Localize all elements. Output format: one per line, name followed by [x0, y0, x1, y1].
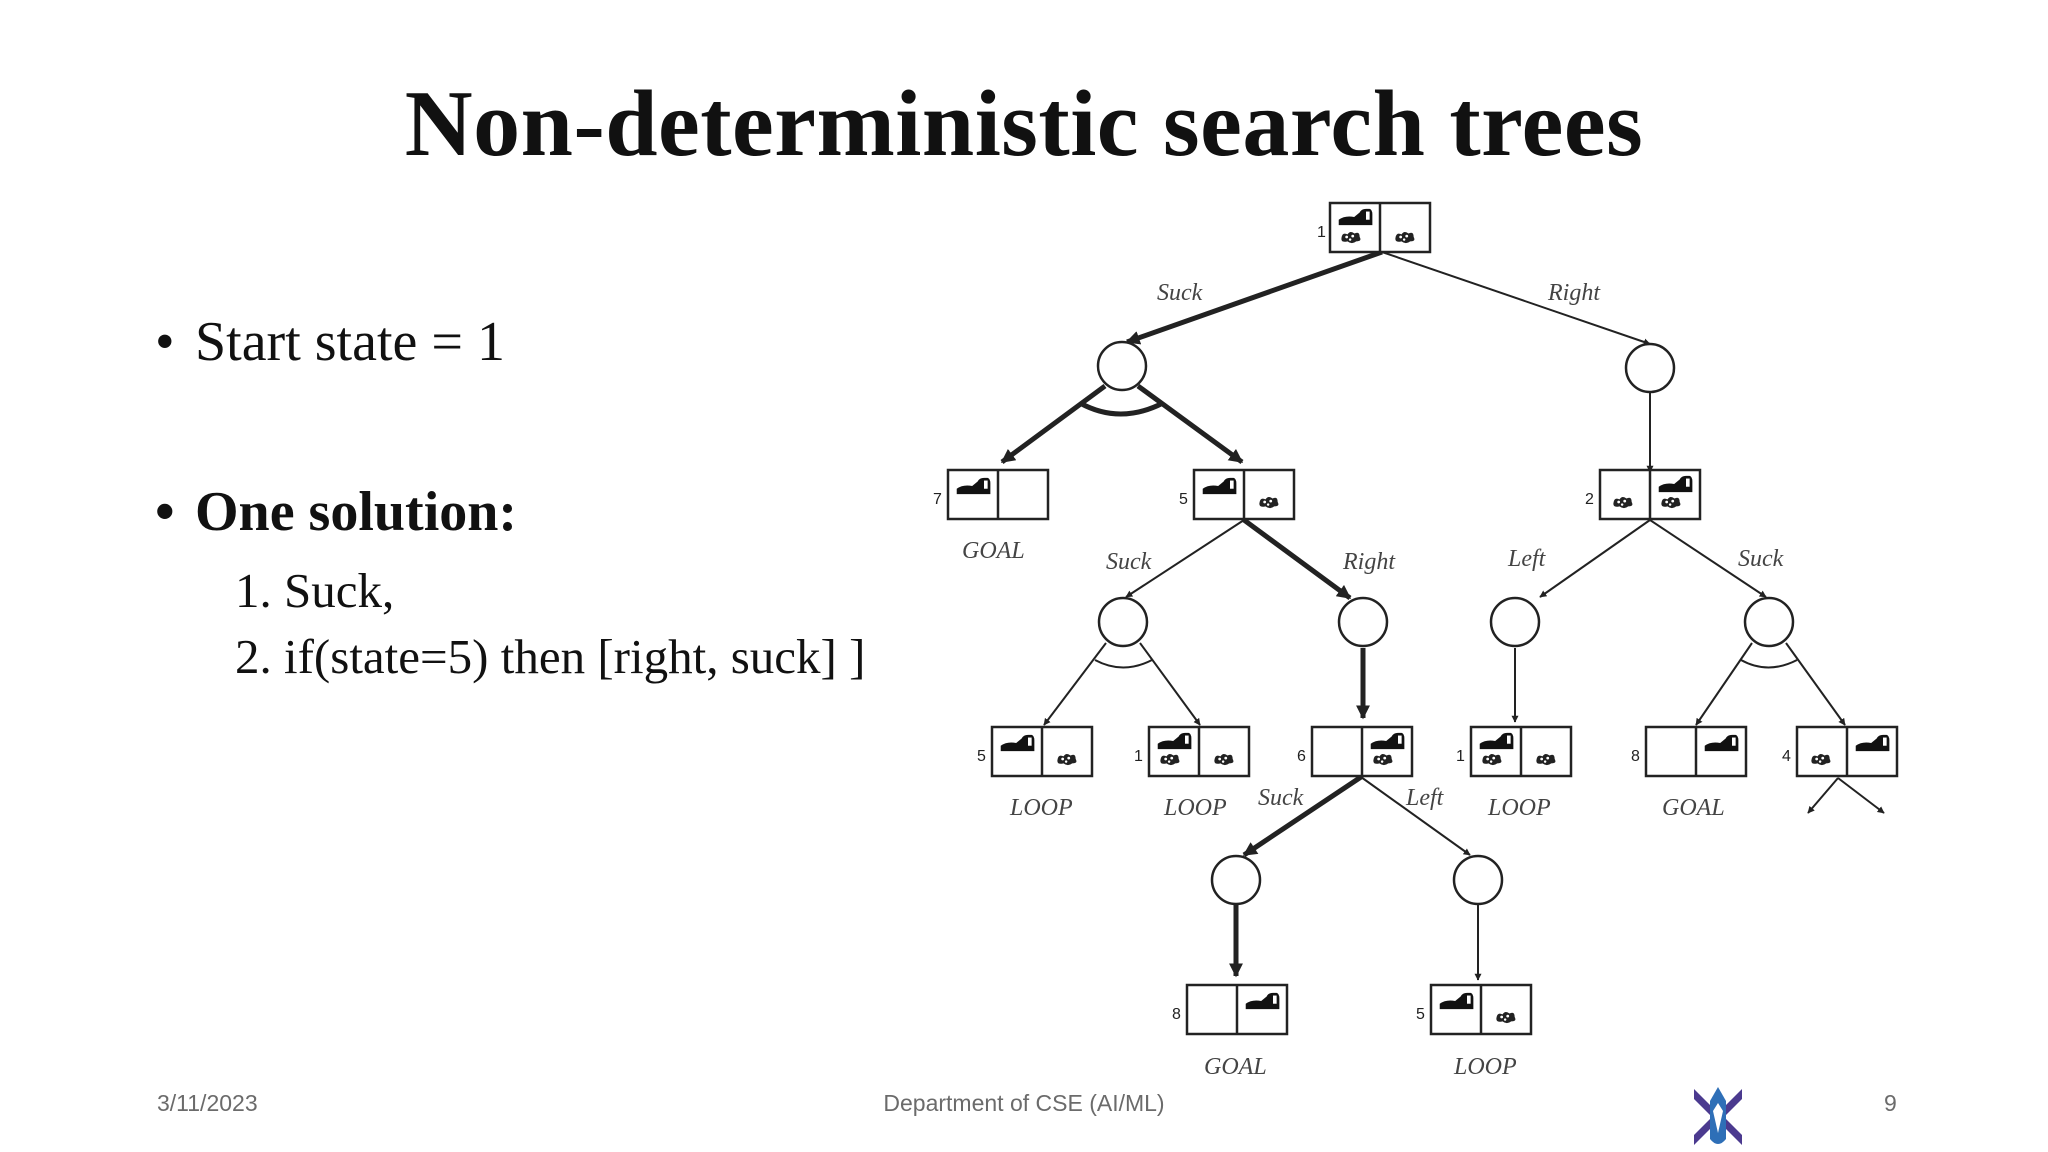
outcome-label: GOAL [1204, 1054, 1267, 1080]
or-node [1452, 854, 1504, 906]
or-node [1096, 340, 1148, 392]
slide-title: Non-deterministic search trees [404, 72, 1644, 176]
solution-step-2: 2. if(state=5) then [right, suck] ] [235, 629, 866, 684]
or-node [1624, 342, 1676, 394]
action-label: Suck [1738, 546, 1784, 572]
state-number: 8 [1172, 1006, 1181, 1023]
solution-step-1: 1. Suck, [235, 563, 395, 618]
state-number: 1 [1134, 748, 1143, 765]
and-arc-1 [1078, 400, 1165, 417]
action-label: Suck [1157, 280, 1203, 306]
action-label: Right [1342, 549, 1396, 575]
outcome-label: LOOP [1009, 795, 1073, 821]
state-box-5 [1192, 468, 1296, 521]
footer-page-number: 9 [1884, 1090, 1897, 1116]
bullet-one-solution: •One solution: [155, 481, 518, 543]
tree-edges [1000, 249, 1885, 981]
state-boxes [946, 201, 1899, 1036]
or-node [1743, 596, 1795, 648]
and-arc-6 [1740, 659, 1798, 669]
state-box-7 [946, 468, 1050, 521]
state-number: 1 [1456, 748, 1465, 765]
edge-or1-s7 [1000, 383, 1107, 465]
outcome-label: LOOP [1453, 1054, 1517, 1080]
outcome-label: LOOP [1487, 795, 1551, 821]
action-label: Left [1405, 785, 1445, 811]
state-number: 5 [1179, 491, 1188, 508]
state-number: 7 [933, 491, 942, 508]
outcome-label: GOAL [1662, 795, 1725, 821]
footer-date: 3/11/2023 [157, 1090, 258, 1116]
or-node [1489, 596, 1541, 648]
or-node [1210, 854, 1262, 906]
state-number: 8 [1631, 748, 1640, 765]
or-node [1337, 596, 1389, 648]
state-box-5-loop-b [1429, 983, 1533, 1036]
edge-s2-suck [1649, 519, 1767, 598]
state-number: 2 [1585, 491, 1594, 508]
action-labels: Suck Right Suck Right Left Suck Suck Lef… [1106, 280, 1784, 811]
state-number: 4 [1782, 748, 1791, 765]
edge-n4-left [1807, 777, 1839, 814]
action-label: Suck [1106, 549, 1152, 575]
state-box-4 [1795, 725, 1899, 778]
edge-s5-suck [1125, 519, 1245, 598]
outcome-labels: GOAL LOOP LOOP LOOP GOAL GOAL LOOP [962, 538, 1725, 1080]
state-box-8-goal [1644, 725, 1748, 778]
institution-logo-icon [1694, 1087, 1742, 1145]
action-label: Right [1547, 280, 1601, 306]
and-arc-3 [1094, 659, 1153, 669]
action-label: Suck [1258, 785, 1304, 811]
state-numbers: 1 7 5 2 5 1 6 1 8 4 8 5 [933, 224, 1791, 1023]
edge-or1-s5 [1136, 383, 1244, 465]
bullet-list: •Start state = 1 •One solution: 1. Suck,… [155, 310, 895, 710]
edge-root-right [1381, 251, 1651, 346]
edge-s6-left [1360, 776, 1471, 856]
footer-department: Department of CSE (AI/ML) [883, 1090, 1165, 1116]
state-number: 1 [1317, 224, 1326, 241]
or-node [1097, 596, 1149, 648]
state-number: 6 [1297, 748, 1306, 765]
state-box-5-loop [990, 725, 1094, 778]
edge-s5-right [1242, 517, 1352, 601]
state-box-1-loop-b [1469, 725, 1573, 778]
outcome-label: GOAL [962, 538, 1025, 564]
edge-s6-suck [1242, 774, 1363, 858]
bullet-start-state: •Start state = 1 [155, 311, 505, 373]
state-number: 5 [977, 748, 986, 765]
edge-or6-n8a [1695, 642, 1753, 726]
edge-root-suck [1125, 249, 1383, 345]
action-label: Left [1507, 546, 1547, 572]
edge-or3-n1a [1139, 642, 1201, 726]
state-number: 5 [1416, 1006, 1425, 1023]
outcome-label: LOOP [1163, 795, 1227, 821]
edge-s2-left [1539, 519, 1651, 598]
or-nodes [1096, 340, 1795, 906]
state-box-1-loop [1147, 725, 1251, 778]
edge-n4-right [1837, 777, 1885, 814]
state-box-8-goal-b [1185, 983, 1289, 1036]
edge-or6-n4 [1785, 642, 1846, 726]
edge-or3-n5a [1043, 642, 1107, 726]
state-box-root [1328, 201, 1432, 254]
